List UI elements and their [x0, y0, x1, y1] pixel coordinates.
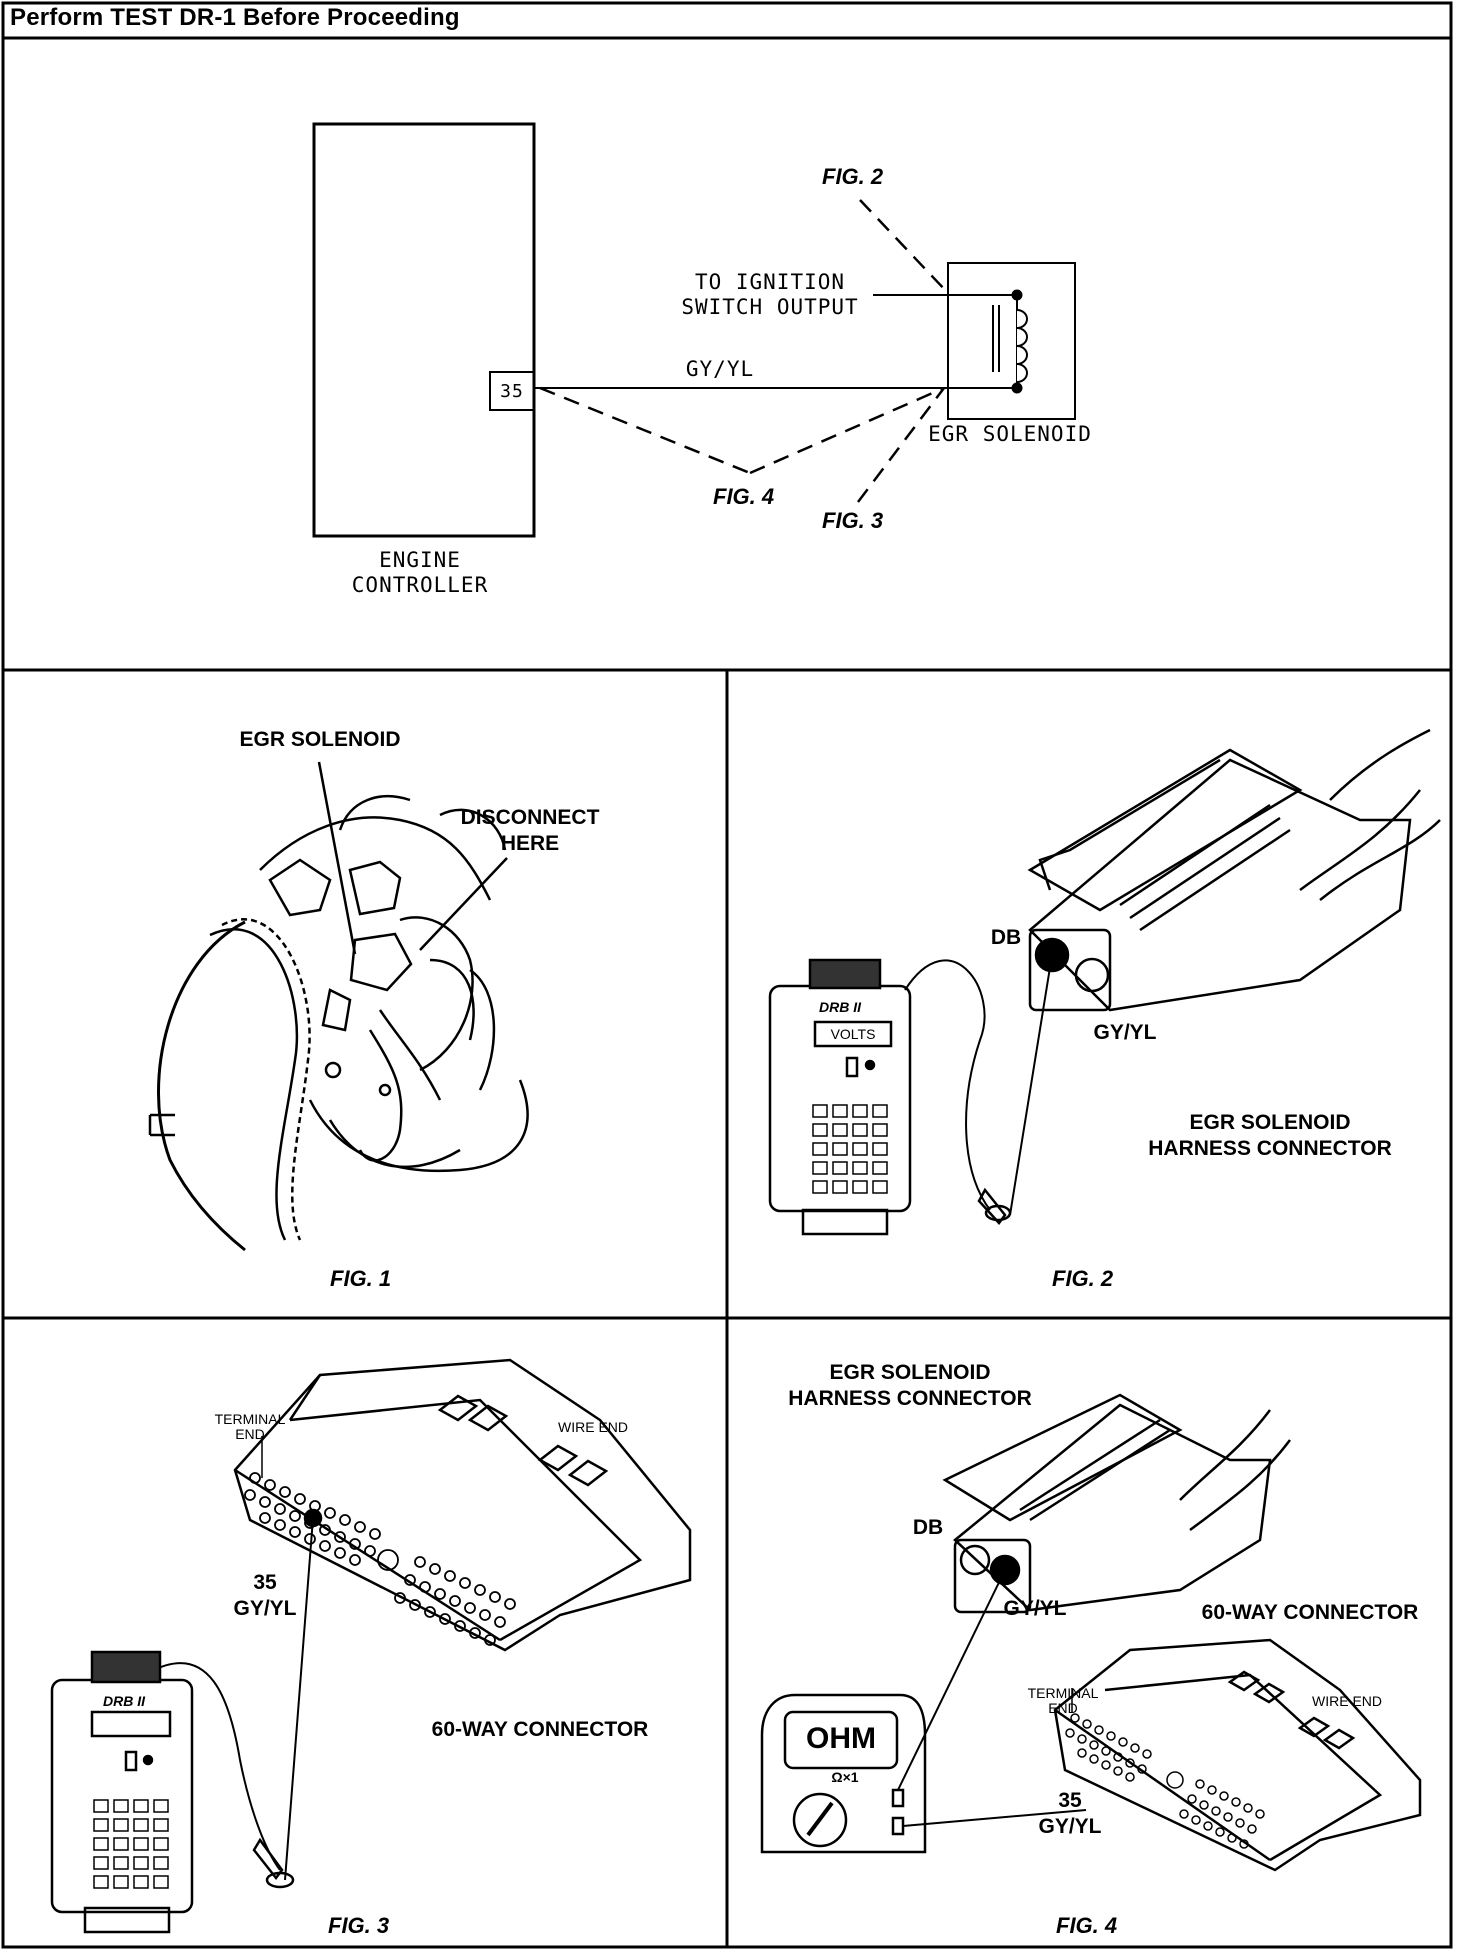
fig4-60way-connector	[1053, 1638, 1422, 1872]
fig4-ref: FIG. 4	[713, 484, 775, 509]
fig4-wire-end: WIRE END	[1312, 1693, 1382, 1709]
fig3-caption: FIG. 3	[328, 1913, 390, 1938]
fig4-wire-label: GY/YL	[1003, 1597, 1067, 1620]
engine-controller-label: ENGINE CONTROLLER	[351, 548, 489, 597]
solenoid-coil	[992, 295, 1028, 388]
page-title: Perform TEST DR-1 Before Proceeding	[10, 4, 460, 31]
fig3-wire-end: WIRE END	[558, 1419, 628, 1435]
engine-controller-box	[312, 122, 536, 538]
fig3-ref: FIG. 3	[822, 508, 884, 533]
wire-color-label: GY/YL	[685, 357, 755, 381]
fig2-drawing	[904, 728, 1441, 1225]
fig2-tester-brand: DRB II	[819, 999, 861, 1015]
fig2-tester	[768, 958, 912, 1236]
fig2-connector-label: EGR SOLENOID HARNESS CONNECTOR	[1148, 1111, 1392, 1160]
fig2-ref: FIG. 2	[822, 164, 884, 189]
fig4-terminal-end: TERMINAL END	[1027, 1685, 1099, 1716]
fig1-engine-drawing	[148, 761, 529, 1252]
fig3-tester	[50, 1650, 194, 1934]
egr-solenoid-label: EGR SOLENOID	[928, 422, 1092, 446]
fig3-tester-brand: DRB II	[103, 1693, 145, 1709]
fig4-db-label: DB	[912, 1516, 944, 1539]
fig4-meter-display: OHM	[806, 1722, 876, 1755]
fig3-terminal-end: TERMINAL END	[214, 1411, 286, 1442]
fig4-60way-label: 60-WAY CONNECTOR	[1201, 1601, 1419, 1624]
fig3-60way-connector	[149, 1358, 692, 1889]
fig4-harness-connector	[942, 1393, 1291, 1614]
ignition-label: TO IGNITION SWITCH OUTPUT	[681, 270, 859, 319]
fig4-ohmmeter	[760, 1569, 1087, 1854]
fig1-disconnect-label: DISCONNECT HERE	[460, 806, 600, 855]
fig-pointers	[539, 199, 948, 503]
fig1-caption: FIG. 1	[330, 1266, 392, 1291]
fig4-meter-range: Ω×1	[831, 1769, 859, 1785]
fig2-db-label: DB	[990, 926, 1022, 949]
pin-35-box	[489, 371, 535, 411]
fig2-tester-display: VOLTS	[830, 1026, 876, 1042]
fig2-keypad	[812, 1104, 888, 1194]
fig2-caption: FIG. 2	[1052, 1266, 1114, 1291]
fig3-pin-label: 35 GY/YL	[233, 1571, 297, 1620]
pin-35-label: 35	[500, 381, 524, 402]
fig4-caption: FIG. 4	[1056, 1913, 1118, 1938]
fig1-solenoid-label: EGR SOLENOID	[239, 728, 401, 751]
egr-solenoid-box	[947, 262, 1076, 420]
fig2-wire-label: GY/YL	[1093, 1021, 1157, 1044]
fig4-pin-label: 35 GY/YL	[1038, 1789, 1102, 1838]
schematic	[312, 122, 1076, 538]
fig3-connector-label: 60-WAY CONNECTOR	[431, 1718, 649, 1741]
fig4-connector-label: EGR SOLENOID HARNESS CONNECTOR	[788, 1361, 1032, 1410]
